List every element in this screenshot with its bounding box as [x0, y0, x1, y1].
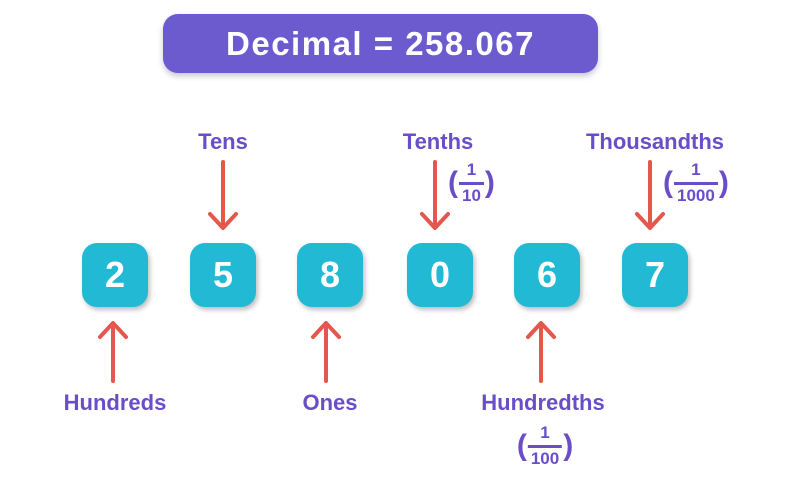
- fraction-denominator: 1000: [674, 181, 718, 206]
- place-label-thousandths: Thousandths: [585, 129, 725, 154]
- fraction-numerator: 1: [540, 423, 550, 442]
- header-pill: Decimal = 258.067: [163, 14, 598, 73]
- fraction-one-hundredth: ( 1 100 ): [516, 423, 574, 469]
- down-arrow-icon: [420, 160, 450, 230]
- digit-tile-hundreds: 2: [82, 243, 148, 307]
- digit-value: 0: [429, 254, 451, 295]
- place-label-tens: Tens: [198, 129, 248, 154]
- place-label-hundredths: Hundredths: [481, 390, 605, 415]
- digit-value: 8: [319, 254, 341, 295]
- digit-tile-thousandths: 7: [622, 243, 688, 307]
- close-paren: ): [718, 166, 729, 200]
- digit-value: 6: [536, 254, 558, 295]
- digit-value: 5: [212, 254, 234, 295]
- fraction-one-tenth: ( 1 10 ): [447, 160, 496, 206]
- digit-tile-hundredths: 6: [514, 243, 580, 307]
- digit-tile-tens: 5: [190, 243, 256, 307]
- digit-tile-ones: 8: [297, 243, 363, 307]
- down-arrow-icon: [635, 160, 665, 230]
- fraction-denominator: 10: [459, 181, 484, 206]
- digit-tile-tenths: 0: [407, 243, 473, 307]
- down-arrow-icon: [208, 160, 238, 230]
- up-arrow-icon: [526, 321, 556, 383]
- open-paren: (: [448, 166, 458, 200]
- fraction-denominator: 100: [527, 444, 563, 469]
- place-label-hundreds: Hundreds: [63, 390, 167, 415]
- fraction-numerator: 1: [691, 160, 701, 179]
- open-paren: (: [516, 429, 527, 463]
- up-arrow-icon: [311, 321, 341, 383]
- close-paren: ): [484, 166, 495, 200]
- header-title: Decimal = 258.067: [226, 24, 535, 62]
- fraction-one-thousandth: ( 1 1000 ): [662, 160, 730, 206]
- fraction-numerator: 1: [466, 160, 477, 179]
- up-arrow-icon: [98, 321, 128, 383]
- place-label-tenths: Tenths: [402, 129, 474, 154]
- close-paren: ): [563, 429, 574, 463]
- digit-value: 7: [644, 254, 666, 295]
- digit-value: 2: [104, 254, 126, 295]
- open-paren: (: [663, 166, 673, 200]
- place-label-ones: Ones: [302, 390, 358, 415]
